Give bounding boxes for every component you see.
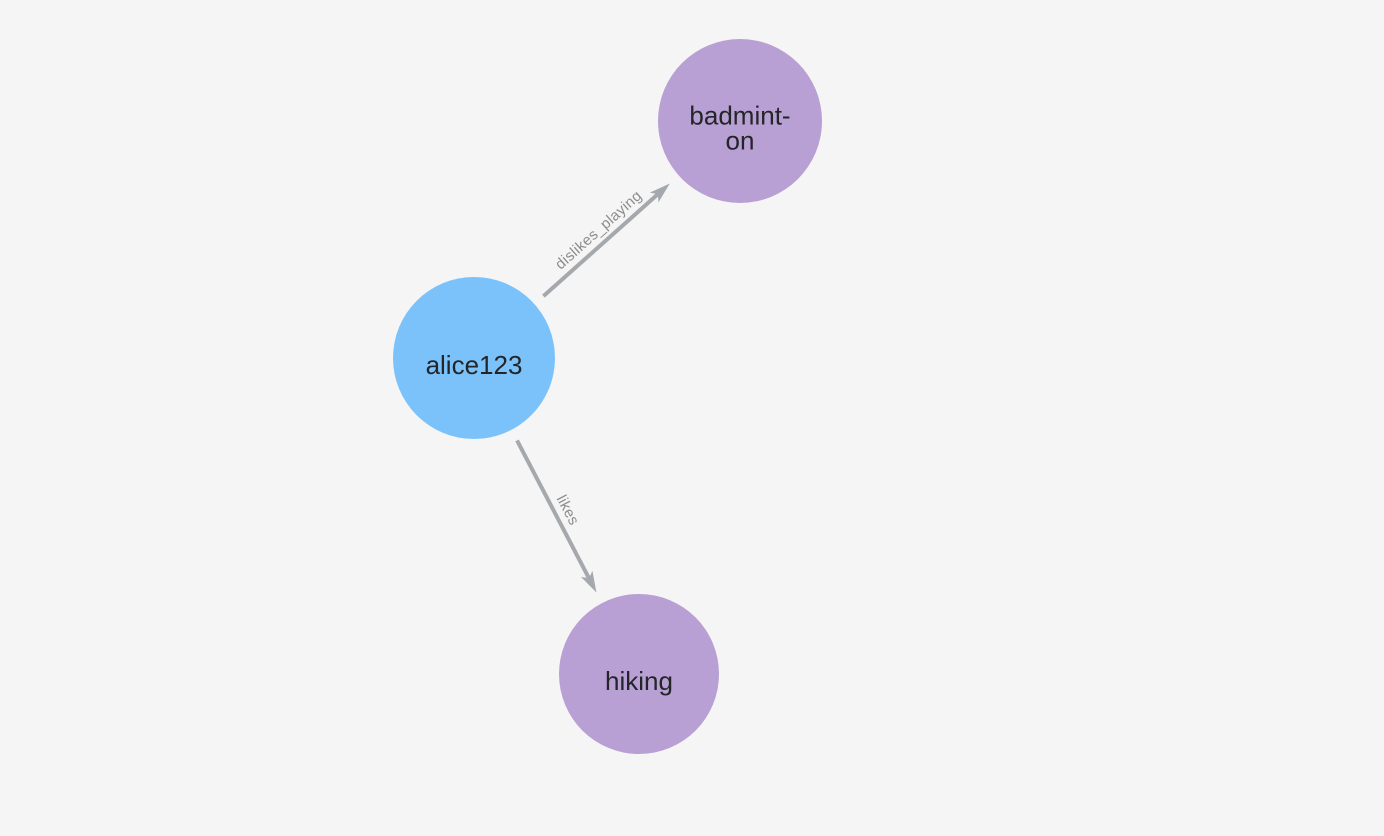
- graph-node-badminton[interactable]: badmint-on: [658, 39, 822, 203]
- edge-arrowhead-icon: [580, 570, 597, 593]
- node-circle[interactable]: [658, 39, 822, 203]
- edge-line[interactable]: [515, 439, 591, 580]
- edge-label[interactable]: dislikes_playing: [552, 187, 645, 273]
- graph-edge-likes[interactable]: likes: [515, 439, 597, 593]
- graph-node-hiking[interactable]: hiking: [559, 594, 719, 754]
- edge-line[interactable]: [542, 192, 660, 298]
- graph-edge-dislikes_playing[interactable]: dislikes_playing: [542, 183, 670, 298]
- node-label: alice123: [426, 350, 523, 380]
- graph-node-alice123[interactable]: alice123: [393, 277, 555, 439]
- node-circle[interactable]: [559, 594, 719, 754]
- edge-arrowhead-icon: [649, 183, 670, 203]
- edge-label[interactable]: likes: [553, 492, 583, 528]
- node-label: hiking: [605, 666, 673, 696]
- node-label: badmint-on: [689, 101, 790, 156]
- node-circle[interactable]: [393, 277, 555, 439]
